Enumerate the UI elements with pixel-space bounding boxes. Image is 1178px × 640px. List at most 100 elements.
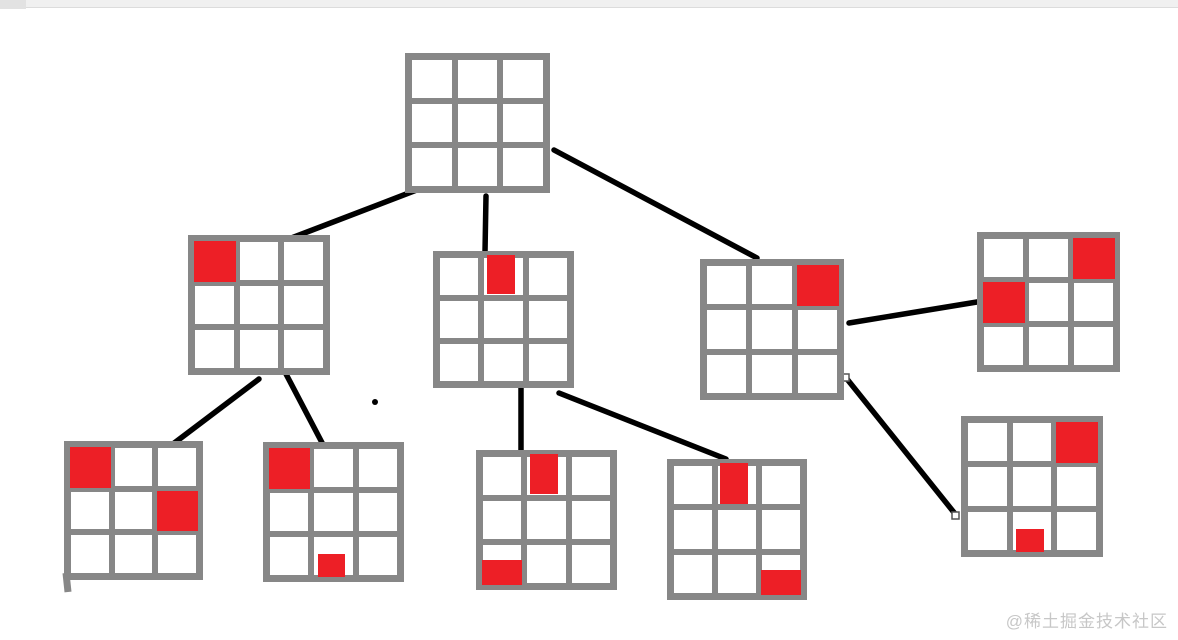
grid-cell-r0c1 (527, 454, 566, 495)
grid-cell-r1c2 (358, 493, 397, 531)
puzzle-grid-n7 (476, 450, 617, 590)
grid-cell-r0c1 (484, 255, 523, 295)
grid-cell-r2c0 (195, 330, 234, 368)
puzzle-grid-n9 (961, 416, 1103, 557)
grid-cell-r0c0 (194, 241, 236, 282)
grid-cell-r2c0 (71, 535, 109, 573)
grid-cell-r1c2 (571, 501, 610, 539)
grid-cell-r2c2 (503, 148, 543, 186)
red-tile (157, 490, 198, 532)
grid-cell-r2c0 (270, 537, 309, 575)
grid-cell-r1c1 (314, 493, 353, 531)
grid-cell-r1c1 (718, 510, 756, 549)
grid-cell-r2c1 (239, 330, 279, 368)
grid-cell-r1c2 (503, 104, 543, 142)
red-tile (482, 559, 523, 585)
grid-cell-r2c0 (674, 554, 712, 593)
grid-cell-r1c0 (195, 286, 234, 324)
top-bar (0, 0, 1178, 9)
red-tile (1016, 529, 1044, 552)
grid-cell-r2c0 (984, 327, 1023, 365)
grid-cell-r2c1 (752, 354, 792, 393)
red-tile (486, 255, 515, 295)
grid-cell-r1c0 (412, 104, 452, 142)
puzzle-grid-n5 (64, 441, 203, 580)
grid-cell-r2c2 (1074, 327, 1113, 365)
puzzle-grid-n3-right (700, 259, 844, 400)
red-tile (194, 241, 236, 282)
grid-cell-r2c0 (707, 354, 747, 393)
grid-cell-r0c1 (314, 449, 353, 487)
grid-cell-r1c1 (457, 104, 498, 142)
grid-cell-r0c0 (70, 447, 111, 488)
grid-cell-r1c0 (968, 467, 1007, 506)
grid-cell-r2c2 (797, 354, 837, 393)
grid-cell-r0c2 (358, 449, 397, 487)
grid-cell-r2c0 (482, 545, 523, 585)
grid-cell-r0c2 (284, 242, 323, 280)
grid-cell-r1c2 (1074, 283, 1113, 321)
grid-cell-r1c2 (284, 286, 323, 324)
grid-cell-r2c1 (484, 344, 523, 381)
grid-cell-r0c0 (968, 423, 1007, 462)
grid-cell-r1c2 (762, 510, 800, 549)
puzzle-grid-n2-mid (433, 251, 574, 388)
red-tile (70, 447, 111, 488)
grid-cell-r0c0 (674, 466, 712, 505)
grid-cell-r2c1 (1012, 511, 1052, 552)
grid-cell-r2c1 (527, 545, 566, 583)
grid-cell-r1c1 (1029, 283, 1068, 321)
red-tile (1073, 238, 1115, 279)
grid-cell-r0c1 (718, 463, 756, 505)
grid-cell-r0c1 (114, 448, 153, 486)
grid-cell-r1c0 (270, 493, 309, 531)
grid-cell-r1c0 (707, 310, 747, 349)
puzzle-grid-n8 (667, 459, 807, 600)
grid-cell-r0c1 (1029, 239, 1068, 277)
grid-cell-r2c1 (457, 148, 498, 186)
grid-cell-r1c1 (484, 301, 523, 338)
grid-cell-r2c2 (528, 344, 567, 381)
grid-cell-r1c0 (983, 282, 1025, 323)
grid-cell-r0c2 (796, 265, 839, 307)
grid-cell-r1c1 (752, 310, 792, 349)
grid-cell-r0c0 (269, 448, 311, 489)
selection-handle-1 (951, 511, 960, 520)
grid-cell-r0c1 (239, 242, 279, 280)
grid-cell-r0c2 (503, 60, 543, 98)
grid-cell-r2c0 (440, 344, 479, 381)
grid-cell-r2c2 (571, 545, 610, 583)
grid-cell-r1c1 (1012, 467, 1052, 506)
puzzle-grid-n4-far-right (977, 232, 1120, 372)
grid-cell-r0c0 (412, 60, 452, 98)
grid-cell-r0c2 (571, 457, 610, 495)
grid-cell-r0c2 (1056, 422, 1098, 464)
grid-cell-r0c0 (984, 239, 1023, 277)
grid-cell-r0c2 (1073, 238, 1115, 279)
grid-cell-r0c0 (707, 266, 747, 305)
grid-cell-r1c2 (1057, 467, 1096, 506)
watermark-text: @稀土掘金技术社区 (1005, 612, 1168, 631)
grid-cell-r0c2 (528, 258, 567, 295)
red-tile (1056, 422, 1098, 464)
tree-edge-root-n3-right (551, 147, 760, 261)
grid-cell-r2c0 (412, 148, 452, 186)
grid-cell-r1c0 (71, 491, 109, 530)
red-tile (983, 282, 1025, 323)
tree-edge-root-n2-mid (482, 193, 489, 255)
red-tile (317, 554, 346, 577)
red-tile (529, 454, 558, 495)
grid-cell-r1c0 (483, 501, 522, 539)
grid-cell-r1c1 (114, 491, 153, 530)
grid-cell-r2c1 (718, 554, 756, 593)
red-tile (796, 265, 839, 307)
grid-cell-r2c2 (284, 330, 323, 368)
red-tile (720, 463, 749, 504)
grid-cell-r1c2 (157, 490, 198, 532)
grid-cell-r1c0 (440, 301, 479, 338)
grid-cell-r1c2 (797, 310, 837, 349)
grid-cell-r2c2 (358, 537, 397, 575)
grid-cell-r0c2 (762, 466, 800, 505)
top-bar-notch (0, 0, 26, 9)
